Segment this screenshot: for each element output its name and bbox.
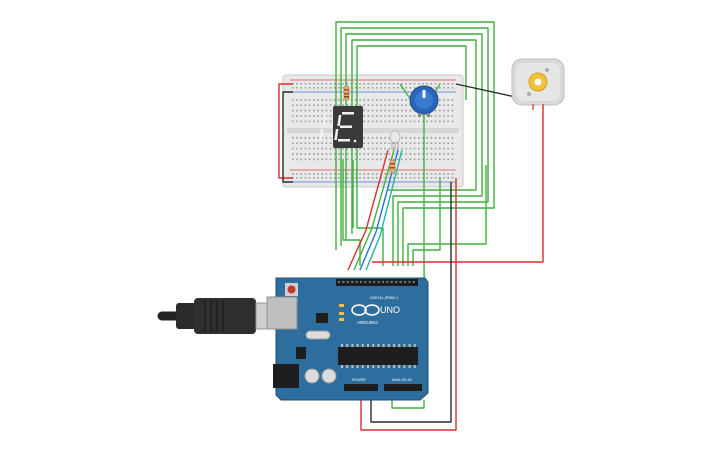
wire-green [345,33,483,266]
breadboard[interactable] [282,74,464,188]
wire-black [282,91,293,183]
wire-green [412,178,441,266]
digital-header-label: DIGITAL (PWM~) [370,296,398,300]
wire-teal [365,149,403,271]
wire-green [407,165,487,266]
wire-black [370,182,452,423]
analog-label: ANALOG IN [392,378,412,382]
wire-red [347,149,389,271]
rgb-led[interactable] [389,130,401,150]
wire-red [360,178,457,431]
wire-green [351,39,477,234]
usb-cable [157,298,283,334]
segment-digit [319,112,357,143]
wire-green [399,83,412,101]
seven-segment-display[interactable] [319,106,363,148]
potentiometer[interactable] [409,85,439,117]
dc-motor[interactable] [511,58,565,110]
wire-black [455,83,521,99]
digital-header [338,281,415,283]
wire-red [278,83,293,179]
board-brand-label: ARDUINO [357,320,378,325]
wire-green [340,27,489,266]
resistor-mid[interactable] [389,159,396,174]
wire-green [335,21,495,266]
arduino-uno[interactable]: ARDUINO UNO DIGITAL (PWM~) POWER ANALOG … [266,277,429,401]
wire-green [353,149,395,271]
wire-red [372,102,544,263]
microcontroller-chip [341,344,416,368]
wire-blue [359,149,399,271]
wire-green [342,160,361,266]
power-label: POWER [352,378,366,382]
resistor-top[interactable] [343,85,350,101]
arduino-logo [351,304,380,316]
board-model-label: UNO [380,305,400,315]
